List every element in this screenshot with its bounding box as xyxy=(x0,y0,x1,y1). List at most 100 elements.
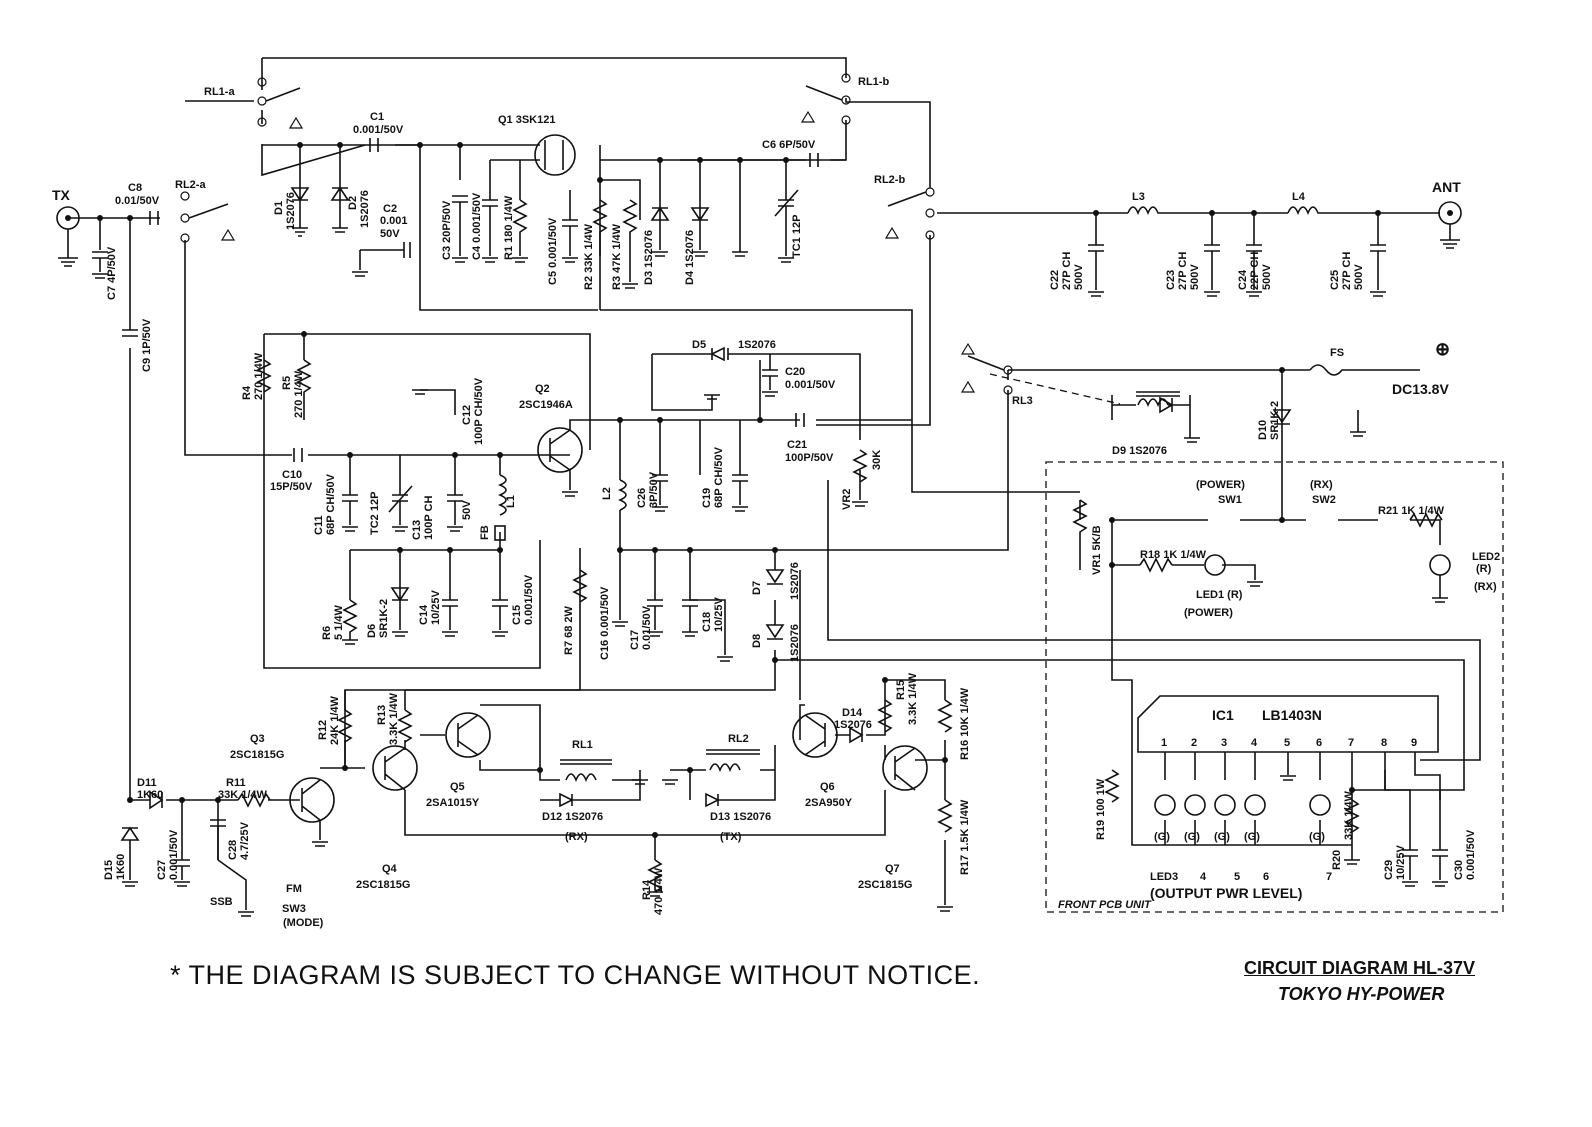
led4-label: 4 xyxy=(1200,871,1207,883)
labels: TX ANT ⊕ DC13.8V RL1-a RL1-b RL2-a RL2-b… xyxy=(52,76,1500,929)
tc2-label: TC2 12P xyxy=(369,492,381,535)
led6-color: (G) xyxy=(1244,831,1260,843)
c7-label: C7 4P/50V xyxy=(106,246,118,300)
r18-label: R18 1K 1/4W xyxy=(1140,549,1207,561)
c28-value: 4.7/25V xyxy=(239,821,251,860)
d14-label: D14 xyxy=(842,707,863,719)
r5-label: R5 xyxy=(281,376,293,390)
c24-voltage: 500V xyxy=(1261,264,1273,290)
r4-label: R4 xyxy=(241,385,253,400)
c19-label: C19 xyxy=(701,488,713,508)
dc-supply-label: DC13.8V xyxy=(1392,381,1449,397)
diagram-title: CIRCUIT DIAGRAM HL-37V xyxy=(1244,958,1476,978)
d9-label: D9 1S2076 xyxy=(1112,445,1167,457)
q7-type: 2SC1815G xyxy=(858,879,912,891)
c13-voltage: 50V xyxy=(461,500,473,520)
c9-label: C9 1P/50V xyxy=(141,318,153,372)
c23-label: C23 xyxy=(1165,270,1177,290)
r11-value: 33K 1/4W xyxy=(218,789,268,801)
c17-label: C17 xyxy=(629,630,641,650)
c29-label: C29 xyxy=(1383,860,1395,880)
ssb-label: SSB xyxy=(210,896,233,908)
led2-label: LED2 xyxy=(1472,551,1500,563)
d6-label: D6 xyxy=(366,624,378,638)
q5-type: 2SA1015Y xyxy=(426,797,480,809)
diode-symbols xyxy=(120,180,1451,880)
c3-label: C3 20P/50V xyxy=(441,200,453,260)
brand-name: TOKYO HY-POWER xyxy=(1278,984,1445,1004)
r5-value: 270 1/4W xyxy=(293,370,305,418)
wiring xyxy=(68,57,1481,910)
c27-label: C27 xyxy=(156,860,168,880)
c29-value: 10/25V xyxy=(1395,844,1407,880)
led4-color: (G) xyxy=(1184,831,1200,843)
l4-label: L4 xyxy=(1292,191,1306,203)
r7-label: R7 68 2W xyxy=(563,605,575,655)
d11-label: D11 xyxy=(137,777,157,789)
r20-label: R20 xyxy=(1331,850,1343,870)
c10-value: 15P/50V xyxy=(270,481,313,493)
q4-label: Q4 xyxy=(382,863,398,875)
rx-label: (RX) xyxy=(1310,479,1333,491)
led3-color: (G) xyxy=(1154,831,1170,843)
ic1-pin-1: 1 xyxy=(1161,737,1167,749)
r6-label: R6 xyxy=(321,626,333,640)
c2-label: C2 xyxy=(383,203,397,215)
r11-label: R11 xyxy=(226,777,246,789)
q5-label: Q5 xyxy=(450,781,465,793)
q1-label: Q1 3SK121 xyxy=(498,114,555,126)
tx-label: TX xyxy=(52,187,71,203)
c22-value: 27P CH xyxy=(1061,252,1073,290)
r2-label: R2 33K 1/4W xyxy=(583,223,595,290)
d10-value: SR1K-2 xyxy=(1269,401,1281,440)
r12-label: R12 xyxy=(317,720,329,740)
r21-label: R21 1K 1/4W xyxy=(1378,505,1445,517)
d7-label: D7 xyxy=(751,581,763,595)
c26-label: C26 xyxy=(636,488,648,508)
led1-label: LED1 (R) xyxy=(1196,589,1243,601)
fb-label: FB xyxy=(479,525,491,540)
l2-label: L2 xyxy=(601,487,613,500)
led7-color: (G) xyxy=(1309,831,1325,843)
output-pwr-level-label: (OUTPUT PWR LEVEL) xyxy=(1150,885,1302,901)
sw2-label: SW2 xyxy=(1312,494,1336,506)
led2-color: (R) xyxy=(1476,563,1492,575)
led3-label: LED3 xyxy=(1150,871,1178,883)
d8-value: 1S2076 xyxy=(789,624,801,662)
r15-label: R15 xyxy=(895,680,907,700)
c12-value: 100P CH/50V xyxy=(473,377,485,445)
rl2b-label: RL2-b xyxy=(874,174,905,186)
ic1-type: LB1403N xyxy=(1262,707,1322,723)
q2-label: Q2 xyxy=(535,383,550,395)
c24-value: 22P CH xyxy=(1249,252,1261,290)
c27-value: 0.001/50V xyxy=(168,829,180,880)
ic1-pin-7: 7 xyxy=(1348,737,1354,749)
rl2-coil-label: RL2 xyxy=(728,733,749,745)
c14-label: C14 xyxy=(418,604,430,625)
d15-label: D15 xyxy=(103,860,115,880)
c21-label: C21 xyxy=(787,439,807,451)
c11-value: 68P CH/50V xyxy=(325,473,337,535)
led5-label: 5 xyxy=(1234,871,1240,883)
c2-value: 0.001 xyxy=(380,215,408,227)
l1-label: L1 xyxy=(505,495,517,508)
resistor-symbols xyxy=(237,199,1443,893)
q6-type: 2SA950Y xyxy=(805,797,853,809)
q7-label: Q7 xyxy=(885,863,900,875)
l3-label: L3 xyxy=(1132,191,1145,203)
r13-label: R13 xyxy=(376,705,388,725)
led5-color: (G) xyxy=(1214,831,1230,843)
q3-type: 2SC1815G xyxy=(230,749,284,761)
ic1-pin-5: 5 xyxy=(1284,737,1290,749)
d1-label: D1 xyxy=(273,201,285,215)
power-indicator-label: (POWER) xyxy=(1184,607,1233,619)
junctions xyxy=(97,142,1381,838)
rx-relay-label: (RX) xyxy=(565,831,588,843)
d8-label: D8 xyxy=(751,634,763,648)
tx-connector xyxy=(56,206,80,267)
vr2-value: 30K xyxy=(871,450,883,470)
d12-label: D12 1S2076 xyxy=(542,811,603,823)
vr1-label: VR1 5K/B xyxy=(1091,525,1103,575)
power-label: (POWER) xyxy=(1196,479,1245,491)
c10-label: C10 xyxy=(282,469,302,481)
